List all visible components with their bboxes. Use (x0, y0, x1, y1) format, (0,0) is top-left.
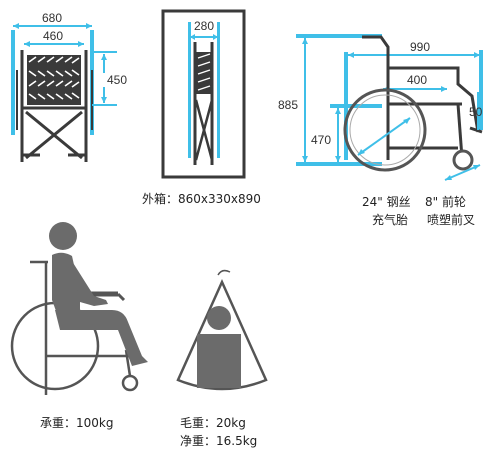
folded-width-label: 280 (194, 19, 214, 33)
seat-width-dimension: 460 (24, 29, 84, 47)
seat-depth-label: 400 (407, 73, 427, 87)
rear-wheel-diameter-arrow (357, 117, 411, 156)
seat-height-label: 470 (311, 133, 331, 147)
front-wheel-caption-line1: 8" 前轮 (425, 195, 466, 209)
front-view: 680 460 (11, 11, 131, 162)
seated-person-icon (10, 222, 148, 395)
front-width-marker-left (11, 30, 15, 135)
net-weight-caption: 净重：16.5kg (180, 434, 258, 448)
gross-weight-caption: 毛重：20kg (180, 416, 246, 430)
rear-wheel-caption-line1: 24" 钢丝 (362, 195, 411, 209)
seat-height-dimension: 470 (311, 108, 341, 162)
back-height-dimension: 450 (92, 51, 131, 106)
total-length-dimension: 990 (348, 40, 480, 58)
total-length-label: 990 (410, 40, 430, 54)
total-height-dimension: 885 (278, 38, 308, 162)
overall-width-label: 680 (42, 11, 62, 25)
woven-backrest (27, 55, 81, 105)
seat-depth-dimension: 400 (383, 73, 447, 92)
carton-outline (161, 9, 246, 179)
front-caster (452, 149, 474, 171)
back-height-label: 450 (107, 73, 127, 87)
armrest-height-label: 50 (469, 105, 483, 119)
rear-wheel-caption-line2: 充气胎 (372, 213, 409, 227)
total-height-label: 885 (278, 98, 298, 112)
rear-wheel (343, 88, 427, 172)
overall-width-dimension: 680 (13, 11, 92, 29)
folded-view: 280 (161, 9, 246, 179)
front-caster-diameter-arrow (444, 164, 481, 181)
armrest-height-dimension: 50 (469, 92, 483, 130)
load-capacity-caption: 承重：100kg (40, 416, 114, 430)
wheelchair-frame (362, 35, 483, 160)
folded-width-dimension: 280 (190, 19, 218, 40)
front-wheel-caption-line2: 喷塑前叉 (427, 213, 476, 227)
side-view: 885 470 990 400 (278, 34, 483, 181)
seat-width-label: 460 (43, 29, 63, 43)
carton-size-caption: 外箱：860x330x890 (142, 192, 261, 206)
hanging-scale-icon (176, 269, 268, 391)
